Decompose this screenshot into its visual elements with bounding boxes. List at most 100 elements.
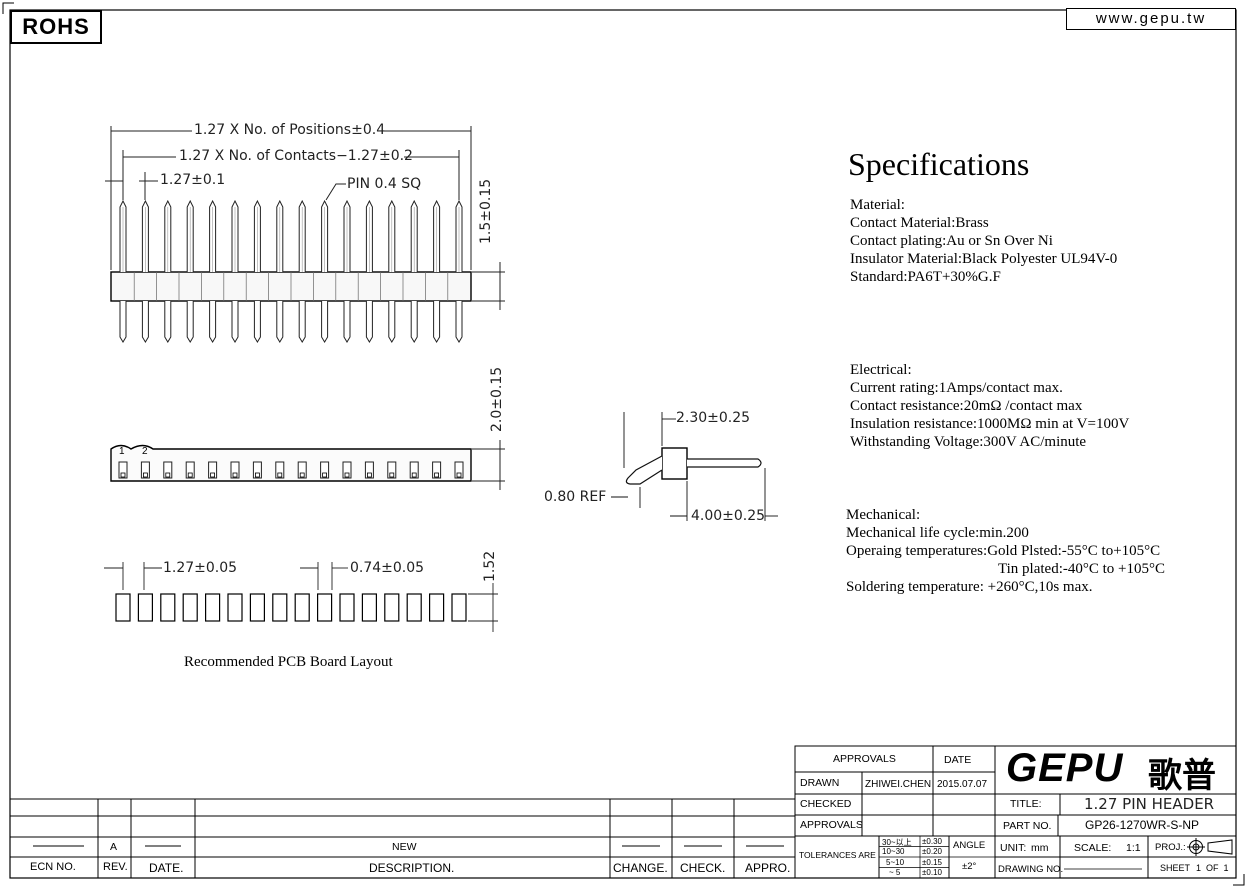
bottom-pin-square: [165, 472, 171, 478]
bottom-pin-slot: [140, 461, 150, 479]
top-view: [105, 126, 505, 343]
bottom-pin-slot: [364, 461, 374, 479]
bottom-pin-slot: [387, 461, 397, 479]
tb-sheet-label: SHEET: [1160, 863, 1191, 873]
bottom-pin-slot: [432, 461, 442, 479]
projection-symbol-icon: [1187, 838, 1233, 856]
bottom-pin-slot: [208, 461, 218, 479]
bottom-view: [110, 440, 505, 490]
spec-soldering-temp: Soldering temperature: +260°C,10s max.: [846, 579, 1093, 595]
tb-angle-value: ±2°: [962, 861, 977, 872]
bottom-pin-slot: [297, 461, 307, 479]
bottom-pin-slot: [342, 461, 352, 479]
spec-contact-resistance: Contact resistance:20mΩ /contact max: [850, 398, 1083, 414]
spec-contact-material: Contact Material:Brass: [850, 215, 989, 231]
spec-electrical-heading: Electrical:: [850, 362, 912, 378]
pin-lower: [186, 301, 194, 343]
dim-side-length: 4.00±0.25: [691, 508, 766, 524]
rev-header-check: CHECK.: [680, 861, 726, 875]
spec-standard: Standard:PA6T+30%G.F: [850, 269, 1001, 285]
spec-operating-temp-gold: Operaing temperatures:Gold Plsted:-55°C …: [846, 543, 1161, 559]
rev-row-rev: A: [110, 841, 118, 853]
tb-proj-label: PROJ.:: [1155, 842, 1186, 853]
bottom-pin-square: [456, 472, 462, 478]
bottom-pin-square: [210, 472, 216, 478]
pcb-pad: [137, 593, 153, 622]
rev-header-appro: APPRO.: [745, 861, 791, 875]
dim-pin-size: PIN 0.4 SQ: [347, 176, 422, 192]
spec-electrical-block: Electrical: Current rating:1Amps/contact…: [850, 361, 1129, 451]
dim-pcb-pad: 0.74±0.05: [350, 560, 425, 576]
pin-lower: [321, 301, 329, 343]
pin-lower: [253, 301, 261, 343]
tol-range-3: 5~10: [886, 858, 905, 867]
pin-lower: [433, 301, 441, 343]
spec-operating-temp-tin: Tin plated:-40°C to +105°C: [998, 561, 1165, 577]
bottom-pin-square: [254, 472, 260, 478]
tb-sheet-value: 1 OF 1: [1196, 863, 1229, 873]
pin-lower: [455, 301, 463, 343]
tb-scale-value: 1:1: [1126, 842, 1141, 854]
spec-material-heading: Material:: [850, 197, 905, 213]
pin-lower: [209, 301, 217, 343]
rev-header-ecn: ECN NO.: [30, 861, 76, 873]
pin-lower: [410, 301, 418, 343]
tol-range-4: ~ 5: [889, 868, 901, 877]
tb-title-value: 1.27 PIN HEADER: [1084, 795, 1215, 813]
tb-drawn-name: ZHIWEI.CHEN: [865, 779, 932, 790]
bottom-pin-square: [366, 472, 372, 478]
title-block-grid: [794, 745, 1237, 879]
rev-row-desc: NEW: [392, 841, 417, 853]
rev-header-change: CHANGE.: [613, 861, 668, 875]
bottom-pin-square: [434, 472, 440, 478]
pin-lower: [141, 301, 149, 343]
dim-top-height: 1.5±0.15: [478, 178, 494, 244]
bottom-pin-slot: [163, 461, 173, 479]
pcb-pad: [317, 593, 333, 622]
specifications-title: Specifications: [848, 146, 1030, 182]
pin-lower: [365, 301, 373, 343]
spec-insulation-resistance: Insulation resistance:1000MΩ min at V=10…: [850, 416, 1130, 432]
tb-checked-label: CHECKED: [800, 798, 852, 810]
pcb-pad: [272, 593, 288, 622]
pcb-pad: [339, 593, 355, 622]
pin-2-label: 2: [142, 446, 148, 457]
tb-tolerances-label: TOLERANCES ARE: [799, 850, 876, 860]
dim-overall-length: 1.27 X No. of Positions±0.4: [194, 122, 386, 138]
tol-value-4: ±0.10: [922, 868, 942, 877]
tol-value-3: ±0.15: [922, 858, 942, 867]
spec-insulator-material: Insulator Material:Black Polyester UL94V…: [850, 251, 1118, 267]
spec-withstanding-voltage: Withstanding Voltage:300V AC/minute: [850, 434, 1087, 450]
tol-value-2: ±0.20: [922, 847, 942, 856]
pcb-pad: [429, 593, 445, 622]
dim-bottom-height: 2.0±0.15: [489, 366, 505, 432]
bottom-pin-slot: [320, 461, 330, 479]
spec-life-cycle: Mechanical life cycle:min.200: [846, 525, 1029, 541]
gepu-logo: GEPU: [1006, 746, 1124, 790]
dim-pcb-height: 1.52: [482, 550, 498, 582]
rohs-badge: ROHS: [10, 10, 102, 44]
bottom-pin-slot: [118, 461, 128, 479]
spec-contact-plating: Contact plating:Au or Sn Over Ni: [850, 233, 1053, 249]
pin-lower: [298, 301, 306, 343]
tb-part-no-label: PART NO.: [1003, 820, 1052, 832]
tb-approvals-header: APPROVALS: [833, 753, 896, 765]
rev-header-description: DESCRIPTION.: [369, 861, 455, 875]
pin-lower: [119, 301, 127, 343]
tb-angle-label: ANGLE: [953, 840, 986, 851]
tol-range-1: 30~以上: [882, 838, 912, 847]
pin-lower: [388, 301, 396, 343]
bottom-pin-square: [187, 472, 193, 478]
bottom-pin-slot: [275, 461, 285, 479]
bottom-pin-slot: [454, 461, 464, 479]
website-label: www.gepu.tw: [1066, 8, 1236, 30]
pin-lower: [164, 301, 172, 343]
gepu-logo-chinese: 歌普: [1148, 757, 1216, 795]
spec-mechanical-block: Mechanical: Mechanical life cycle:min.20…: [846, 506, 1165, 596]
pcb-pad: [115, 593, 131, 622]
bottom-pin-square: [299, 472, 305, 478]
pin-lower: [276, 301, 284, 343]
tb-drawing-no-label: DRAWING NO.: [998, 864, 1064, 875]
dim-side-top: 2.30±0.25: [676, 410, 751, 426]
